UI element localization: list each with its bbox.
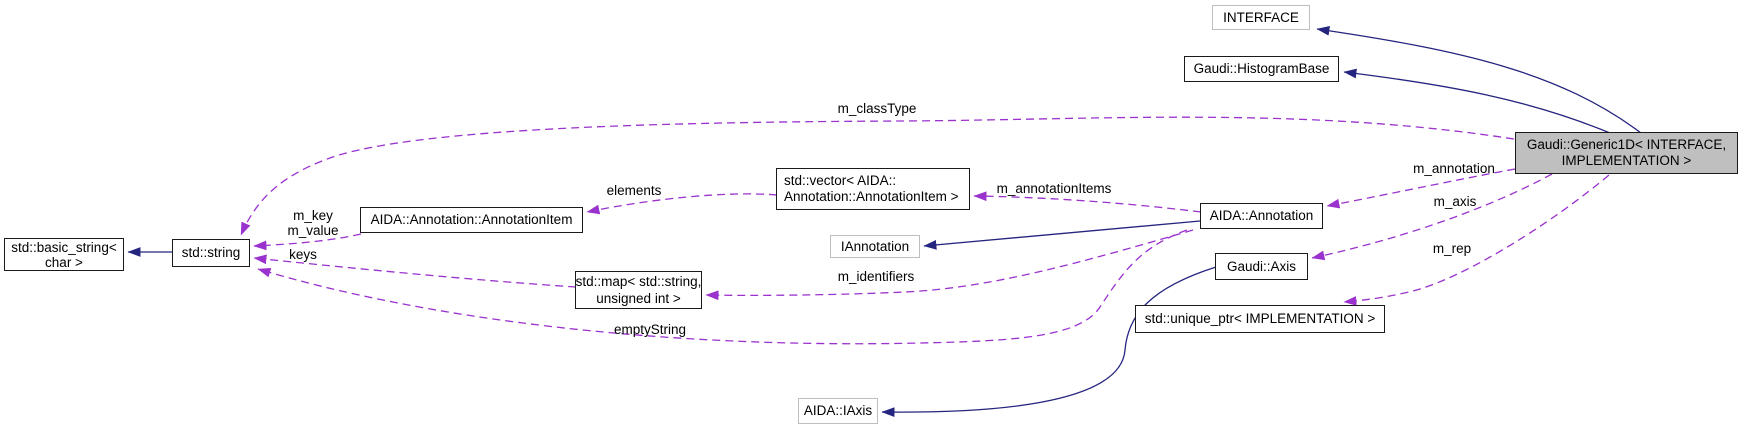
node-std-map-string-uint-label-line1: std::map< std::string,: [575, 274, 702, 289]
node-gaudi-generic1d: Gaudi::Generic1D< INTERFACE, IMPLEMENTAT…: [1515, 132, 1738, 174]
node-gaudi-generic1d-label-line1: Gaudi::Generic1D< INTERFACE,: [1526, 137, 1727, 152]
edge-keys: [253, 254, 577, 288]
node-std-vector-annotationitem[interactable]: std::vector< AIDA:: Annotation::Annotati…: [776, 168, 970, 210]
node-gaudi-histogrambase-label: Gaudi::HistogramBase: [1193, 61, 1330, 76]
node-iannotation-label: IAnnotation: [840, 238, 910, 254]
edge-label-m-key: m_key: [293, 208, 333, 223]
edge-label-elements: elements: [606, 183, 662, 198]
node-std-unique-ptr[interactable]: std::unique_ptr< IMPLEMENTATION >: [1135, 305, 1385, 333]
edge-annotation-iannotation: [923, 220, 1201, 250]
node-std-basic-string-label-line2: char >: [45, 254, 83, 270]
node-std-vector-annotationitem-label-line1: std::vector< AIDA::: [784, 173, 897, 188]
node-std-unique-ptr-label: std::unique_ptr< IMPLEMENTATION >: [1144, 311, 1376, 326]
node-std-vector-annotationitem-label-line2: Annotation::AnnotationItem >: [784, 189, 959, 204]
edge-label-m-identifiers: m_identifiers: [837, 269, 915, 284]
edge-m-classtype: [240, 116, 1515, 236]
edge-generic1d-interface: [1316, 25, 1642, 134]
node-interface-label: INTERFACE: [1223, 9, 1299, 25]
edge-label-m-value: m_value: [287, 223, 339, 238]
node-std-string[interactable]: std::string: [172, 239, 250, 267]
edge-m-annotation: [1326, 168, 1516, 209]
node-aida-annotation[interactable]: AIDA::Annotation: [1200, 203, 1323, 229]
edge-label-m-rep: m_rep: [1432, 241, 1472, 256]
node-gaudi-generic1d-label-line2: IMPLEMENTATION >: [1561, 153, 1692, 168]
node-aida-annotation-annotationitem[interactable]: AIDA::Annotation::AnnotationItem: [360, 207, 583, 233]
edge-label-m-key-m-value: m_key m_value: [273, 208, 353, 238]
edge-m-rep: [1343, 174, 1610, 306]
node-aida-annotation-annotationitem-label: AIDA::Annotation::AnnotationItem: [370, 212, 573, 227]
node-std-basic-string[interactable]: std::basic_string< char >: [4, 238, 124, 271]
edge-label-m-annotationitems: m_annotationItems: [996, 181, 1112, 196]
edge-generic1d-histogrambase: [1343, 68, 1611, 134]
edge-m-key-m-value: [253, 233, 362, 251]
node-std-string-label: std::string: [181, 245, 241, 260]
node-iannotation: IAnnotation: [830, 235, 920, 258]
edge-label-m-axis: m_axis: [1433, 194, 1477, 209]
node-gaudi-axis-label: Gaudi::Axis: [1226, 258, 1297, 274]
node-std-map-string-uint[interactable]: std::map< std::string, unsigned int >: [575, 271, 702, 309]
edge-axis-iaxis: [881, 266, 1217, 418]
node-gaudi-axis[interactable]: Gaudi::Axis: [1215, 253, 1308, 280]
node-aida-iaxis: AIDA::IAxis: [798, 398, 878, 424]
node-gaudi-histogrambase[interactable]: Gaudi::HistogramBase: [1184, 56, 1339, 82]
edge-elements: [586, 193, 778, 215]
edge-label-m-annotation: m_annotation: [1413, 161, 1495, 176]
node-aida-iaxis-label: AIDA::IAxis: [803, 403, 873, 418]
edge-m-annotationitems: [973, 191, 1202, 213]
node-std-map-string-uint-label-line2: unsigned int >: [596, 291, 681, 306]
edge-emptystring: [257, 229, 1188, 345]
edge-label-emptystring: emptyString: [613, 322, 687, 337]
node-std-basic-string-label-line1: std::basic_string<: [11, 239, 117, 255]
node-aida-annotation-label: AIDA::Annotation: [1209, 208, 1314, 223]
edge-m-identifiers: [705, 229, 1194, 301]
edge-label-keys: keys: [289, 247, 317, 262]
edge-label-m-classtype: m_classType: [837, 101, 917, 116]
node-interface: INTERFACE: [1212, 5, 1310, 30]
